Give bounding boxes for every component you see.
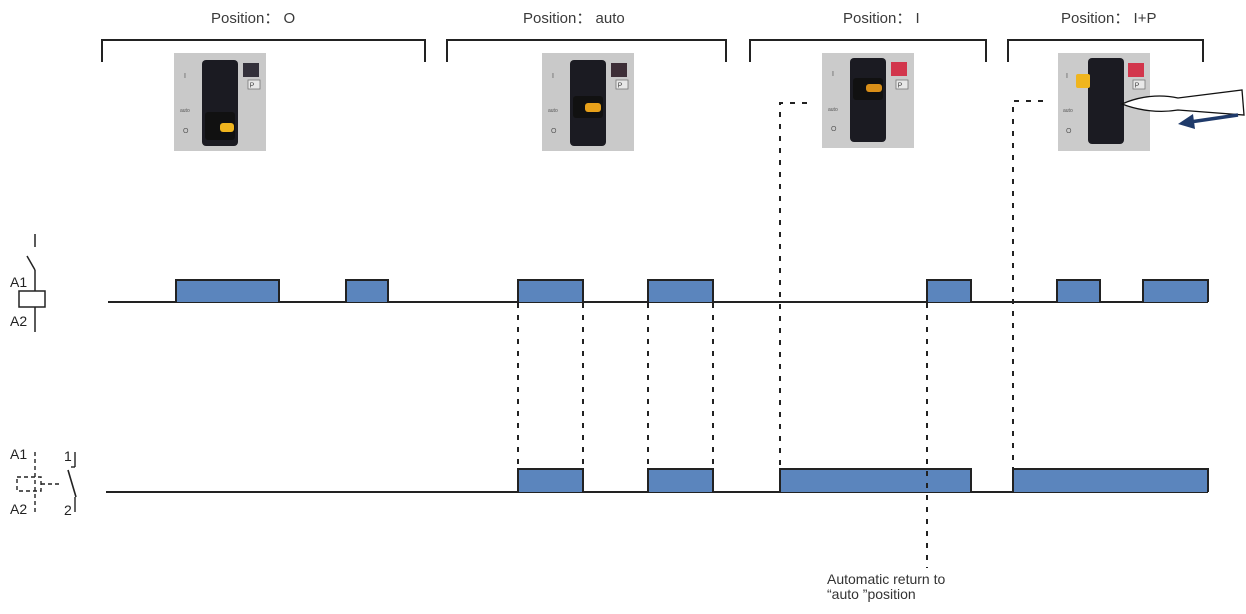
screwdriver-icon	[1120, 89, 1245, 116]
contact-pulse	[1012, 468, 1209, 492]
auto-mark: auto	[1063, 108, 1073, 114]
dotted-guides	[517, 100, 1043, 568]
auto-mark: auto	[180, 108, 190, 114]
auto-mark: auto	[548, 108, 558, 114]
auto-mark: auto	[828, 107, 838, 113]
bracket-position-i-p	[1007, 39, 1204, 62]
coil-pulse	[175, 279, 280, 302]
coil-pulse	[647, 279, 714, 302]
coil-a2-label: A2	[10, 313, 27, 329]
lever-knob	[866, 84, 882, 92]
on-mark: I	[552, 73, 554, 80]
bracket-position-o	[101, 39, 426, 62]
position-brackets	[101, 39, 1204, 62]
on-mark: I	[1066, 73, 1068, 80]
p-mark: P	[1135, 83, 1140, 90]
contact-a1-label: A1	[10, 446, 27, 462]
coil-symbol	[18, 234, 46, 332]
auto-return-note-line1: Automatic return to	[827, 571, 946, 587]
contact-symbol	[16, 452, 77, 512]
switch-image-auto: P I auto O	[542, 53, 634, 151]
switch-image-o: P I auto O	[174, 53, 266, 151]
position-o-label: Position： O	[211, 10, 296, 27]
contact-pulse	[647, 468, 714, 492]
coil-pulse	[1056, 279, 1101, 302]
contact-terminal-1-label: 1	[64, 448, 72, 464]
off-mark: O	[551, 128, 557, 135]
indicator-window	[611, 63, 627, 77]
off-mark: O	[183, 128, 189, 135]
indicator-window	[243, 63, 259, 77]
lever-knob	[1076, 74, 1090, 88]
auto-return-note-line2: “auto ”position	[827, 586, 916, 602]
auto-return-note: Automatic return to “auto ”position	[827, 572, 945, 602]
contact-pulse	[779, 468, 972, 492]
indicator-window	[891, 62, 907, 76]
push-arrow-icon	[1178, 113, 1239, 129]
contact-signal	[106, 468, 1209, 493]
switch-image-i: P I auto O	[822, 53, 914, 148]
switch-lever	[1088, 58, 1124, 144]
contact-a2-label: A2	[10, 501, 27, 517]
coil-pulse	[1142, 279, 1209, 302]
lever-knob	[585, 103, 601, 112]
bracket-position-i	[749, 39, 987, 62]
position-i-label: Position： I	[843, 10, 920, 27]
contact-pulse	[517, 468, 584, 492]
lever-knob	[220, 123, 234, 132]
coil-signal	[108, 279, 1209, 303]
bracket-position-auto	[446, 39, 727, 62]
coil-a1-label: A1	[10, 274, 27, 290]
coil-pulse	[926, 279, 972, 302]
p-mark: P	[898, 83, 903, 90]
p-mark: P	[618, 83, 623, 90]
position-auto-label: Position： auto	[523, 10, 625, 27]
contact-terminal-2-label: 2	[64, 502, 72, 518]
position-i-p-label: Position： I+P	[1061, 10, 1157, 27]
p-mark: P	[250, 83, 255, 90]
on-mark: I	[184, 73, 186, 80]
coil-pulse	[345, 279, 389, 302]
off-mark: O	[831, 126, 837, 133]
off-mark: O	[1066, 128, 1072, 135]
indicator-window	[1128, 63, 1144, 77]
on-mark: I	[832, 71, 834, 78]
coil-pulse	[517, 279, 584, 302]
